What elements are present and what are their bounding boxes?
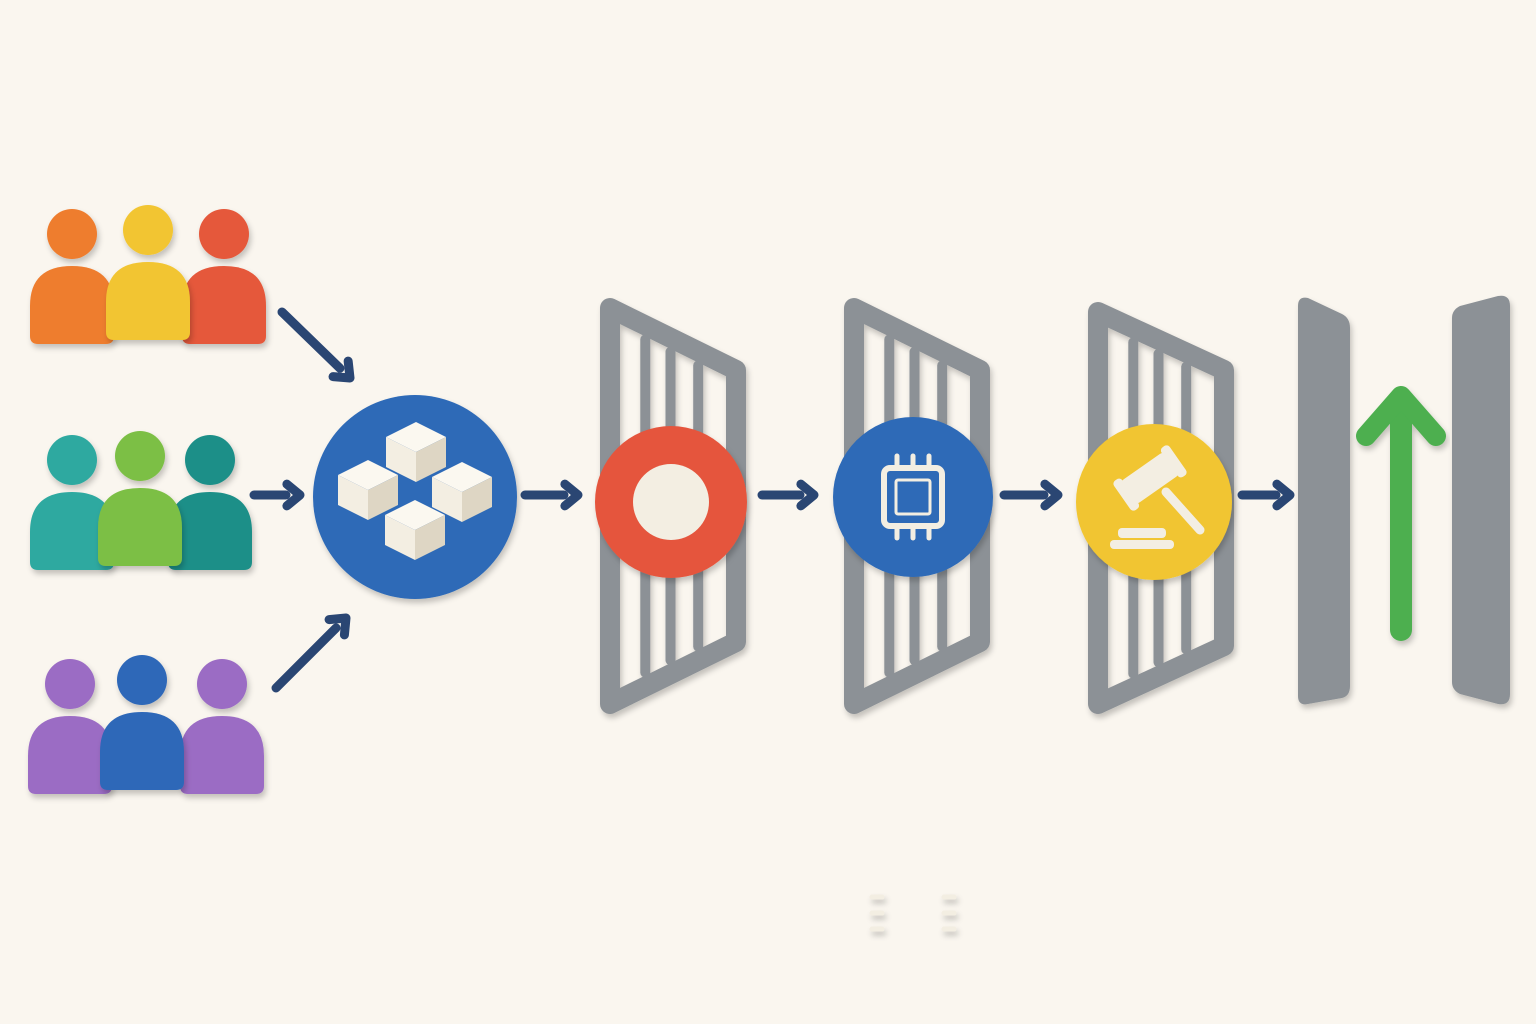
person-icon [168, 435, 252, 570]
cube-shape [386, 422, 446, 482]
gates-layer [600, 295, 1510, 714]
flow-arrow [249, 479, 305, 511]
output-panel-left [1298, 297, 1350, 705]
flow-arrow [1237, 479, 1295, 511]
people-layer [28, 205, 266, 794]
chip-icon [869, 453, 957, 932]
person-icon [106, 205, 190, 340]
gate-record [595, 426, 747, 578]
person-icon [98, 431, 182, 566]
gate-chip [833, 417, 993, 932]
output-panel-right [1452, 295, 1510, 705]
arrows-layer [249, 307, 1295, 693]
user-group-3 [28, 655, 264, 794]
person-icon [100, 655, 184, 790]
user-group-1 [30, 205, 266, 344]
person-icon [30, 209, 114, 344]
flow-arrow [277, 307, 355, 383]
flow-arrow [757, 479, 819, 511]
flow-arrow [271, 613, 351, 693]
person-icon [30, 435, 114, 570]
gate-gavel [1076, 424, 1232, 580]
up-arrow-icon [1356, 386, 1446, 641]
person-icon [182, 209, 266, 344]
cube-shape [432, 462, 492, 522]
output-growth [1356, 386, 1446, 641]
person-icon [180, 659, 264, 794]
output-panels [1298, 295, 1510, 705]
gavel-icon [1110, 445, 1205, 549]
cube-shape [385, 500, 445, 560]
flow-arrow [999, 479, 1063, 511]
gavel-head [1113, 445, 1187, 511]
blocks-icon [338, 422, 492, 560]
person-icon [28, 659, 112, 794]
cube-shape [338, 460, 398, 520]
user-group-2 [30, 431, 252, 570]
blocks-hub [313, 395, 517, 599]
nodes-layer [313, 386, 1446, 932]
record-icon [633, 464, 709, 540]
flow-arrow [520, 479, 583, 511]
